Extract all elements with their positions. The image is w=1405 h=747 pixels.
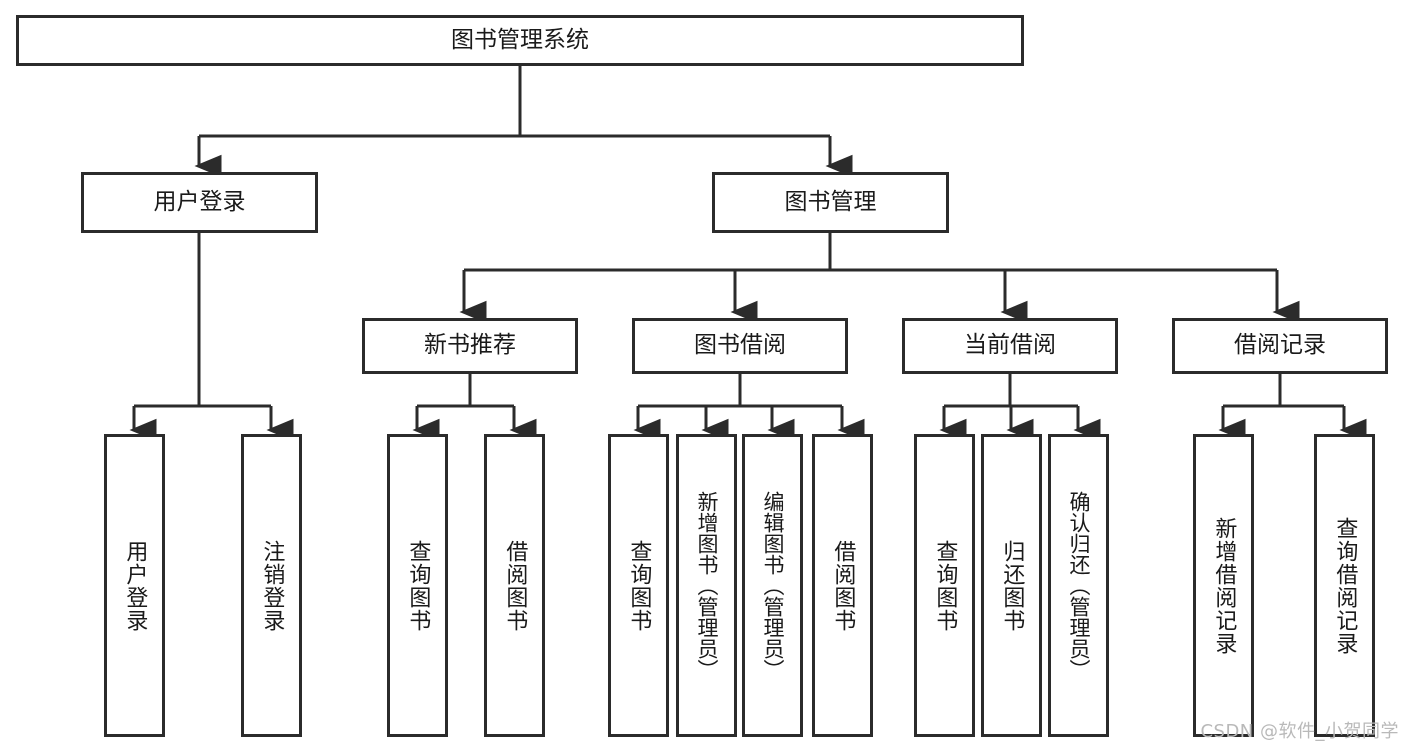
node-label: 确认归还（管理员） <box>1067 491 1091 680</box>
node-book-manage[interactable]: 图书管理 <box>712 172 949 233</box>
node-label: 查询借阅记录 <box>1332 516 1358 655</box>
node-borrow-records[interactable]: 借阅记录 <box>1172 318 1388 374</box>
node-new-book-recommend[interactable]: 新书推荐 <box>362 318 578 374</box>
leaf-borrow-book[interactable]: 借阅图书 <box>812 434 873 737</box>
csdn-watermark: CSDN @软件_小贺同学 <box>1200 721 1399 742</box>
leaf-confirm-return-admin[interactable]: 确认归还（管理员） <box>1048 434 1109 737</box>
node-label: 查询图书 <box>405 539 431 632</box>
leaf-edit-book-admin[interactable]: 编辑图书（管理员） <box>742 434 803 737</box>
leaf-add-book-admin[interactable]: 新增图书（管理员） <box>676 434 737 737</box>
node-label: 用户登录 <box>122 539 148 632</box>
leaf-query-book-current[interactable]: 查询图书 <box>914 434 975 737</box>
node-label: 借阅图书 <box>502 539 528 632</box>
leaf-query-book-borrow[interactable]: 查询图书 <box>608 434 669 737</box>
node-user-login[interactable]: 用户登录 <box>81 172 318 233</box>
leaf-logout[interactable]: 注销登录 <box>241 434 302 737</box>
node-label: 编辑图书（管理员） <box>761 491 785 680</box>
node-label: 注销登录 <box>259 539 285 632</box>
leaf-query-borrow-record[interactable]: 查询借阅记录 <box>1314 434 1375 737</box>
leaf-return-book[interactable]: 归还图书 <box>981 434 1042 737</box>
node-label: 新书推荐 <box>424 332 516 359</box>
node-label: 图书管理 <box>784 188 877 215</box>
node-label: 图书管理系统 <box>451 26 589 53</box>
node-label: 用户登录 <box>153 188 246 215</box>
node-label: 借阅图书 <box>830 539 856 632</box>
leaf-add-borrow-record[interactable]: 新增借阅记录 <box>1193 434 1254 737</box>
leaf-query-book-recommend[interactable]: 查询图书 <box>387 434 448 737</box>
node-label: 当前借阅 <box>964 332 1056 359</box>
leaf-user-login[interactable]: 用户登录 <box>104 434 165 737</box>
node-book-borrow[interactable]: 图书借阅 <box>632 318 848 374</box>
node-label: 图书借阅 <box>694 332 786 359</box>
leaf-borrow-book-recommend[interactable]: 借阅图书 <box>484 434 545 737</box>
node-label: 借阅记录 <box>1234 332 1326 359</box>
node-current-borrow[interactable]: 当前借阅 <box>902 318 1118 374</box>
node-label: 查询图书 <box>626 539 652 632</box>
node-label: 查询图书 <box>932 539 958 632</box>
node-label: 新增图书（管理员） <box>695 491 719 680</box>
node-label: 新增借阅记录 <box>1211 516 1237 655</box>
node-root-system[interactable]: 图书管理系统 <box>16 15 1024 66</box>
node-label: 归还图书 <box>999 539 1025 632</box>
